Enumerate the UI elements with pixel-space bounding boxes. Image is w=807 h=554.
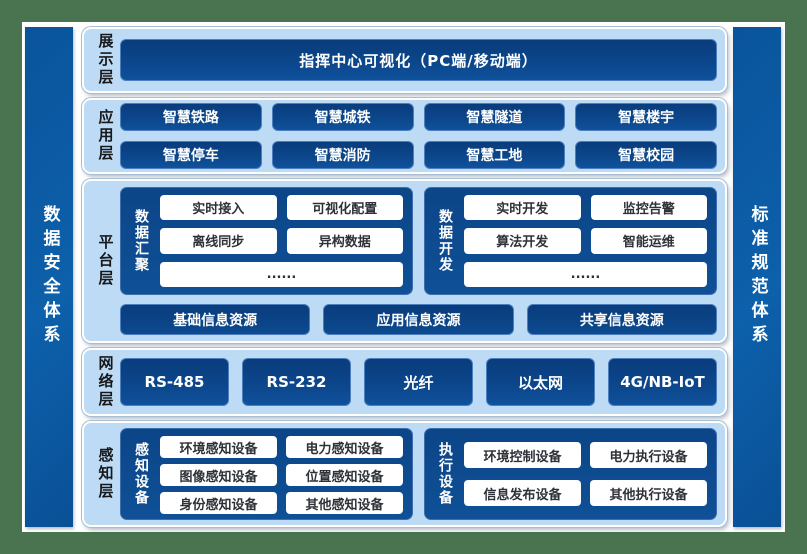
data-development-label: 数据开发 <box>437 209 453 273</box>
app-box: 智慧城铁 <box>271 103 414 131</box>
network-row: RS-485 RS-232 光纤 以太网 4G/NB-IoT <box>120 358 717 406</box>
execution-devices-label: 执行设备 <box>437 442 453 506</box>
execution-device: 环境控制设备 <box>464 442 581 468</box>
layer-platform: 平台层 数据汇聚 实时接入 可视化配置 离线同步 异构数据 <box>82 179 727 343</box>
network-box: 4G/NB-IoT <box>608 358 717 406</box>
aggregation-item: 离线同步 <box>160 228 277 254</box>
resource-box: 基础信息资源 <box>120 304 311 335</box>
data-aggregation-group: 数据汇聚 实时接入 可视化配置 离线同步 异构数据 ...... <box>120 187 413 295</box>
app-box: 智慧铁路 <box>120 103 262 131</box>
data-aggregation-grid: 实时接入 可视化配置 离线同步 异构数据 ...... <box>160 195 403 287</box>
development-item: 监控告警 <box>590 195 707 221</box>
layer-application-body: 智慧铁路 智慧城铁 智慧隧道 智慧楼宇 智慧停车 智慧消防 智慧工地 智慧校园 <box>120 103 717 169</box>
aggregation-item: 可视化配置 <box>286 195 403 221</box>
sensing-devices-label-wrap: 感知设备 <box>130 436 152 512</box>
layer-application: 应用层 智慧铁路 智慧城铁 智慧隧道 智慧楼宇 智慧停车 智慧消防 智慧工地 智… <box>82 98 727 174</box>
sensing-device: 其他感知设备 <box>286 492 403 514</box>
development-item: 算法开发 <box>464 228 581 254</box>
data-security-label: 数据安全体系 <box>39 205 60 349</box>
command-center-box: 指挥中心可视化（PC端/移动端） <box>120 39 717 81</box>
execution-devices-group: 执行设备 环境控制设备 电力执行设备 信息发布设备 其他执行设备 <box>424 428 717 520</box>
data-development-label-wrap: 数据开发 <box>434 195 456 287</box>
standards-label: 标准规范体系 <box>747 205 768 349</box>
aggregation-item: 异构数据 <box>286 228 403 254</box>
layer-display-label-wrap: 展示层 <box>90 33 120 87</box>
resource-box: 应用信息资源 <box>323 304 514 335</box>
layer-platform-body: 数据汇聚 实时接入 可视化配置 离线同步 异构数据 ...... <box>120 185 717 337</box>
execution-devices-label-wrap: 执行设备 <box>434 436 456 512</box>
aggregation-item-more: ...... <box>160 261 403 287</box>
layer-application-label-wrap: 应用层 <box>90 104 120 168</box>
sensing-devices-group: 感知设备 环境感知设备 电力感知设备 图像感知设备 位置感知设备 身份感知设备 … <box>120 428 413 520</box>
app-box: 智慧工地 <box>423 141 566 169</box>
network-box: 以太网 <box>486 358 595 406</box>
sensing-devices-label: 感知设备 <box>133 442 149 506</box>
data-aggregation-label-wrap: 数据汇聚 <box>130 195 152 287</box>
layer-network-label: 网络层 <box>96 355 115 409</box>
app-box: 智慧楼宇 <box>575 103 717 131</box>
aggregation-item: 实时接入 <box>160 195 277 221</box>
layer-platform-label-wrap: 平台层 <box>90 185 120 337</box>
data-security-bar: 数据安全体系 <box>25 27 73 527</box>
sensing-device: 图像感知设备 <box>160 464 277 486</box>
sensing-device: 身份感知设备 <box>160 492 277 514</box>
layer-perception-label: 感知层 <box>96 447 115 501</box>
layer-network: 网络层 RS-485 RS-232 光纤 以太网 4G/NB-IoT <box>82 348 727 416</box>
diagram-content-area: 数据安全体系 标准规范体系 展示层 指挥中心可视化（PC端/移动端） 应用层 <box>22 22 785 532</box>
resource-row: 基础信息资源 应用信息资源 共享信息资源 <box>120 304 717 335</box>
development-item: 实时开发 <box>464 195 581 221</box>
execution-devices-grid: 环境控制设备 电力执行设备 信息发布设备 其他执行设备 <box>464 436 707 512</box>
execution-device: 信息发布设备 <box>464 480 581 506</box>
layer-network-body: RS-485 RS-232 光纤 以太网 4G/NB-IoT <box>120 354 717 410</box>
resource-box: 共享信息资源 <box>526 304 717 335</box>
perception-groups: 感知设备 环境感知设备 电力感知设备 图像感知设备 位置感知设备 身份感知设备 … <box>120 428 717 520</box>
data-development-grid: 实时开发 监控告警 算法开发 智能运维 ...... <box>464 195 707 287</box>
network-box: 光纤 <box>364 358 473 406</box>
layer-network-label-wrap: 网络层 <box>90 354 120 410</box>
layer-display-body: 指挥中心可视化（PC端/移动端） <box>120 33 717 87</box>
app-box: 智慧消防 <box>271 141 414 169</box>
layer-perception-body: 感知设备 环境感知设备 电力感知设备 图像感知设备 位置感知设备 身份感知设备 … <box>120 427 717 521</box>
development-item-more: ...... <box>464 261 707 287</box>
development-item: 智能运维 <box>590 228 707 254</box>
app-box: 智慧隧道 <box>423 103 566 131</box>
layer-platform-label: 平台层 <box>96 234 115 288</box>
standards-bar: 标准规范体系 <box>733 27 781 527</box>
data-aggregation-label: 数据汇聚 <box>133 209 149 273</box>
sensing-device: 电力感知设备 <box>286 436 403 458</box>
platform-groups: 数据汇聚 实时接入 可视化配置 离线同步 异构数据 ...... <box>120 187 717 295</box>
network-box: RS-485 <box>120 358 229 406</box>
layer-perception-label-wrap: 感知层 <box>90 427 120 521</box>
sensing-device: 位置感知设备 <box>286 464 403 486</box>
layer-application-label: 应用层 <box>96 109 115 163</box>
layer-perception: 感知层 感知设备 环境感知设备 电力感知设备 图像感知设备 位置感 <box>82 421 727 527</box>
execution-device: 电力执行设备 <box>590 442 707 468</box>
app-box: 智慧校园 <box>575 141 717 169</box>
layer-display-label: 展示层 <box>96 33 115 87</box>
application-grid: 智慧铁路 智慧城铁 智慧隧道 智慧楼宇 智慧停车 智慧消防 智慧工地 智慧校园 <box>120 103 717 169</box>
layer-stack: 展示层 指挥中心可视化（PC端/移动端） 应用层 智慧铁路 智慧城铁 智慧隧道 … <box>82 27 727 527</box>
app-box: 智慧停车 <box>120 141 262 169</box>
sensing-devices-grid: 环境感知设备 电力感知设备 图像感知设备 位置感知设备 身份感知设备 其他感知设… <box>160 436 403 514</box>
network-box: RS-232 <box>242 358 351 406</box>
sensing-device: 环境感知设备 <box>160 436 277 458</box>
execution-device: 其他执行设备 <box>590 480 707 506</box>
layer-display: 展示层 指挥中心可视化（PC端/移动端） <box>82 27 727 93</box>
data-development-group: 数据开发 实时开发 监控告警 算法开发 智能运维 ...... <box>424 187 717 295</box>
